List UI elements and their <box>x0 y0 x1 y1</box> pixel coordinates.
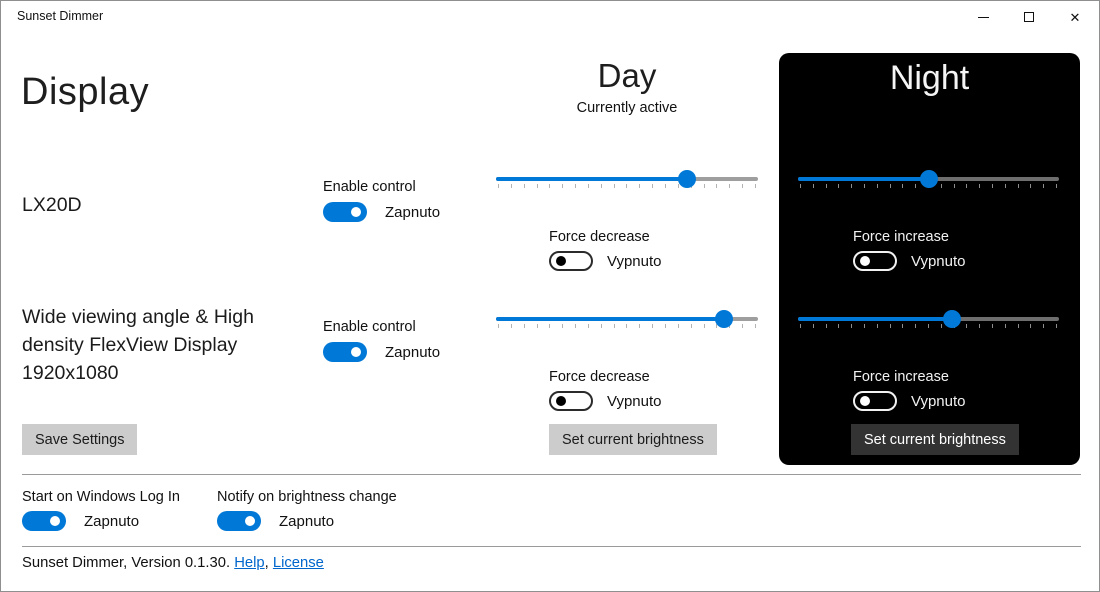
toggle-knob <box>50 516 60 526</box>
force-increase-toggle[interactable] <box>853 391 897 411</box>
night-brightness-slider[interactable] <box>798 309 1059 331</box>
notify-brightness-toggle-row: Zapnuto <box>217 511 334 531</box>
night-column-title: Night <box>889 59 970 97</box>
day-brightness-slider[interactable] <box>496 309 758 331</box>
maximize-icon <box>1024 12 1034 22</box>
notify-brightness-label: Notify on brightness change <box>217 489 397 505</box>
toggle-knob <box>860 396 870 406</box>
force-decrease-toggle-row: Vypnuto <box>549 391 662 411</box>
force-decrease-toggle[interactable] <box>549 251 593 271</box>
day-column-subtitle: Currently active <box>576 100 678 116</box>
version-text: Sunset Dimmer, Version 0.1.30. <box>22 555 231 571</box>
toggle-knob <box>556 256 566 266</box>
toggle-knob <box>351 347 361 357</box>
start-on-login-toggle[interactable] <box>22 511 66 531</box>
force-decrease-label: Force decrease <box>549 369 650 385</box>
display-name: Wide viewing angle & High density FlexVi… <box>22 306 254 384</box>
force-decrease-label: Force decrease <box>549 229 650 245</box>
force-increase-toggle-row: Vypnuto <box>853 391 966 411</box>
day-column-title: Day <box>597 57 657 94</box>
slider-fill <box>798 317 952 321</box>
slider-ticks <box>498 324 756 329</box>
day-brightness-slider[interactable] <box>496 169 758 191</box>
start-on-login-toggle-row: Zapnuto <box>22 511 139 531</box>
toggle-knob <box>245 516 255 526</box>
toggle-state-label: Zapnuto <box>385 203 441 221</box>
footer-separator: , <box>264 555 273 571</box>
toggle-knob <box>556 396 566 406</box>
enable-control-label: Enable control <box>323 319 416 335</box>
force-increase-label: Force increase <box>853 229 949 245</box>
divider <box>22 474 1081 475</box>
enable-control-toggle-row: Zapnuto <box>323 202 440 222</box>
force-decrease-toggle[interactable] <box>549 391 593 411</box>
toggle-state-label: Zapnuto <box>279 512 335 530</box>
toggle-state-label: Vypnuto <box>911 392 966 410</box>
force-decrease-toggle-row: Vypnuto <box>549 251 662 271</box>
footer: Sunset Dimmer, Version 0.1.30. Help, Lic… <box>22 555 324 571</box>
force-increase-toggle[interactable] <box>853 251 897 271</box>
slider-ticks <box>800 324 1057 329</box>
toggle-state-label: Vypnuto <box>607 252 662 270</box>
window-title: Sunset Dimmer <box>17 9 104 23</box>
page-title: Display <box>21 71 150 113</box>
toggle-state-label: Vypnuto <box>911 252 966 270</box>
window-controls: ✕ <box>960 2 1098 32</box>
toggle-knob <box>860 256 870 266</box>
toggle-state-label: Zapnuto <box>385 343 441 361</box>
slider-thumb[interactable] <box>714 310 733 328</box>
license-link[interactable]: License <box>272 555 324 571</box>
force-increase-toggle-row: Vypnuto <box>853 251 966 271</box>
toggle-knob <box>351 207 361 217</box>
enable-control-toggle[interactable] <box>323 342 367 362</box>
minimize-icon <box>977 16 989 18</box>
enable-control-toggle-row: Zapnuto <box>323 342 440 362</box>
slider-fill <box>798 177 929 181</box>
enable-control-toggle[interactable] <box>323 202 367 222</box>
slider-thumb[interactable] <box>678 170 697 188</box>
night-brightness-slider[interactable] <box>798 169 1059 191</box>
close-button[interactable]: ✕ <box>1052 2 1098 32</box>
enable-control-label: Enable control <box>323 179 416 195</box>
close-icon: ✕ <box>1069 9 1081 25</box>
force-increase-label: Force increase <box>853 369 949 385</box>
minimize-button[interactable] <box>960 2 1006 32</box>
divider <box>22 546 1081 547</box>
set-current-brightness-day-button[interactable]: Set current brightness <box>549 424 717 455</box>
slider-thumb[interactable] <box>919 170 938 188</box>
display-name: LX20D <box>22 194 82 216</box>
save-settings-button[interactable]: Save Settings <box>22 424 138 455</box>
night-panel <box>779 53 1080 465</box>
toggle-state-label: Zapnuto <box>84 512 140 530</box>
slider-ticks <box>498 184 756 189</box>
maximize-button[interactable] <box>1006 2 1052 32</box>
set-current-brightness-night-button[interactable]: Set current brightness <box>851 424 1019 455</box>
notify-brightness-toggle[interactable] <box>217 511 261 531</box>
slider-fill <box>496 177 688 181</box>
slider-thumb[interactable] <box>942 310 961 328</box>
day-column-header: Day Currently active <box>496 57 758 116</box>
help-link[interactable]: Help <box>234 555 265 571</box>
start-on-login-label: Start on Windows Log In <box>22 489 180 505</box>
slider-fill <box>496 317 724 321</box>
toggle-state-label: Vypnuto <box>607 392 662 410</box>
